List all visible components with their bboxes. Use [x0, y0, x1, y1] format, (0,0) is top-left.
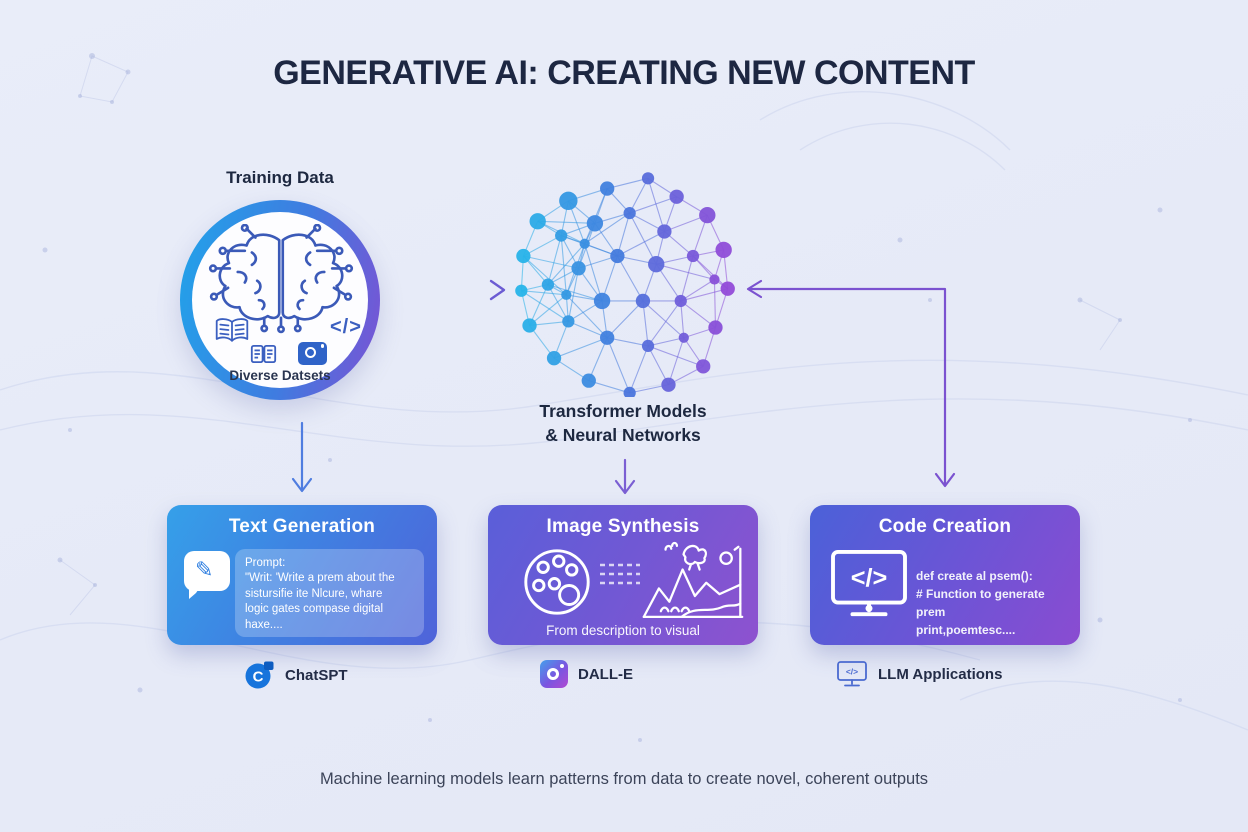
dalle-label: DALL-E — [578, 665, 633, 683]
code-line: def create al psem(): — [916, 569, 1033, 583]
prompt-box: Prompt: "Writ: 'Write a prem about the s… — [235, 549, 424, 637]
code-line: print,poemtesc.... — [916, 623, 1016, 637]
chatgpt-label: ChatSPT — [285, 666, 348, 684]
dashed-arrow-icon — [600, 563, 640, 585]
code-line: # Function to generate prem — [916, 587, 1045, 619]
dalle-lens-ring — [547, 668, 559, 680]
chat-bubble-icon: ✎ — [184, 551, 230, 599]
neural-network-graphic — [515, 172, 735, 397]
training-data-circle: </> Diverse Datsets — [180, 200, 380, 400]
prompt-line: "Writ: 'Write a prem about the — [245, 572, 395, 585]
logo-dalle: DALL-E — [540, 660, 633, 688]
chatgpt-icon: C — [245, 661, 274, 689]
prompt-line: logic gates compase digital — [245, 603, 384, 616]
dalle-icon — [540, 660, 568, 688]
prompt-line: sistursifie ite Nlcure, whare — [245, 587, 383, 600]
logo-chatgpt: C ChatSPT — [245, 660, 348, 690]
transformer-models-label: Transformer Models & Neural Networks — [503, 400, 743, 447]
training-data-label: Training Data — [226, 168, 334, 187]
card-image-synthesis: Image Synthesis From description to visu… — [488, 505, 758, 645]
camera-flash-dot — [320, 344, 324, 348]
code-creation-title: Code Creation — [878, 516, 1012, 537]
svg-text:</>: </> — [846, 667, 858, 677]
prompt-line: Prompt: — [245, 557, 286, 569]
footer-caption: Machine learning models learn patterns f… — [319, 770, 929, 788]
arrow-model-to-image-synthesis — [614, 458, 636, 495]
llm-monitor-icon: </> — [837, 661, 867, 687]
svg-text:</>: </> — [851, 564, 888, 592]
page-title: GENERATIVE AI: CREATING NEW CONTENT — [273, 54, 975, 92]
book-icon — [215, 318, 249, 342]
llm-label: LLM Applications — [878, 665, 1003, 683]
card-code-creation: Code Creation </> def create al psem(): … — [810, 505, 1080, 645]
image-synthesis-title: Image Synthesis — [546, 516, 700, 537]
image-synthesis-caption: From description to visual — [546, 623, 700, 638]
code-monitor-icon: </> — [831, 549, 907, 617]
prompt-line: haxe.... — [245, 618, 283, 631]
camera-icon — [298, 342, 327, 365]
palette-icon — [524, 549, 590, 615]
card-text-generation: Text Generation ✎ Prompt: "Writ: 'Write … — [167, 505, 437, 645]
documents-icon — [250, 345, 277, 363]
code-icon: </> — [330, 316, 362, 338]
connector-model-code-creation — [746, 279, 956, 488]
arrow-training-to-text-generation — [291, 421, 313, 493]
logo-llm: </> LLM Applications — [836, 660, 1002, 688]
code-snippet: def create al psem(): # Function to gene… — [916, 567, 1072, 639]
dalle-spark-dot — [560, 664, 564, 668]
svg-text:C: C — [253, 669, 264, 686]
arrow-training-to-model — [395, 279, 506, 301]
transformer-label-line2: & Neural Networks — [545, 424, 701, 445]
text-generation-title: Text Generation — [228, 516, 376, 537]
brain-icon — [208, 224, 354, 334]
training-data-circle-inner: </> Diverse Datsets — [192, 212, 368, 388]
transformer-label-line1: Transformer Models — [539, 401, 707, 421]
camera-lens — [305, 346, 316, 358]
training-data-caption: Diverse Datsets — [229, 368, 331, 383]
pencil-icon: ✎ — [195, 557, 214, 582]
landscape-sketch-icon — [642, 541, 744, 618]
